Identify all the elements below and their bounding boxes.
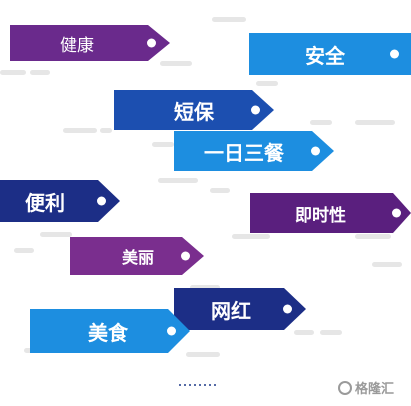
tag-bianli: 便利 (0, 180, 120, 222)
decor-dash (40, 232, 72, 237)
decor-dash (320, 330, 342, 335)
decor-dash (355, 234, 391, 239)
tag-label: 美食 (88, 320, 128, 345)
decor-dash (355, 120, 395, 125)
tag-label: 一日三餐 (204, 140, 284, 165)
watermark: 格隆汇 (338, 378, 394, 397)
tag-label: 网红 (211, 298, 251, 323)
decor-dash (256, 81, 278, 86)
tag-hole-icon (97, 197, 106, 206)
tag-label: 健康 (60, 35, 94, 56)
decor-dash (160, 61, 192, 66)
tag-hole-icon (283, 305, 292, 314)
tag-jiankang: 健康 (10, 25, 170, 61)
decor-dash (158, 178, 198, 183)
tag-hole-icon (390, 49, 399, 59)
tag-duanbao: 短保 (114, 90, 274, 130)
tag-yiri: 一日三餐 (174, 131, 334, 171)
decor-dash (232, 234, 270, 239)
tag-label: 安全 (305, 43, 345, 68)
tag-hole-icon (251, 106, 260, 115)
tag-hole-icon (311, 147, 320, 156)
decor-dash (210, 188, 230, 193)
tag-jishi: 即时性 (250, 193, 411, 233)
decor-dash (186, 352, 220, 357)
decor-dash (63, 128, 97, 133)
tag-anquan: 安全 (249, 33, 411, 75)
tag-wanghong: 网红 (174, 288, 306, 330)
decor-dash (294, 330, 314, 335)
tag-hole-icon (167, 327, 176, 336)
watermark-logo-icon (338, 380, 352, 395)
tag-label: 即时性 (295, 205, 346, 226)
tag-label: 便利 (25, 190, 65, 215)
decor-dash (190, 285, 220, 290)
decor-dash (372, 262, 402, 267)
decor-dash (212, 17, 246, 22)
tag-hole-icon (181, 252, 190, 261)
dotted-decor (179, 384, 216, 386)
decor-dash (310, 120, 332, 125)
tag-meili: 美丽 (70, 237, 204, 275)
watermark-text: 格隆汇 (355, 382, 395, 397)
decor-dash (0, 70, 26, 75)
decor-dash (100, 128, 112, 133)
decor-dash (152, 142, 174, 147)
tag-label: 美丽 (121, 248, 154, 267)
tag-label: 短保 (174, 99, 214, 124)
tag-hole-icon (147, 39, 156, 48)
decor-dash (30, 70, 50, 75)
decor-dash (14, 248, 34, 253)
tag-meishi: 美食 (30, 309, 190, 353)
tag-hole-icon (392, 209, 401, 218)
